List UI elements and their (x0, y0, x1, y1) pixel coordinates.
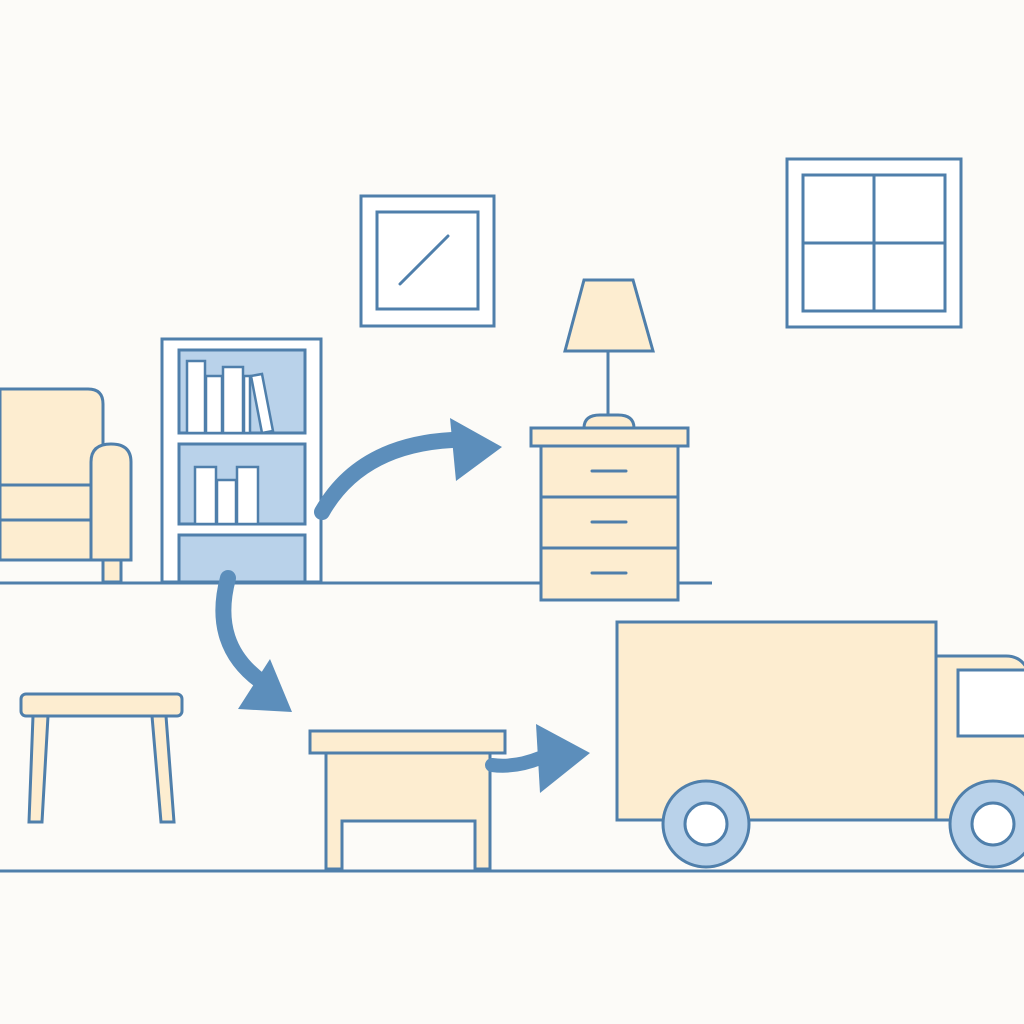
picture-frame (359, 194, 496, 328)
armchair (0, 387, 133, 584)
books-top-shelf (185, 359, 275, 435)
small-desk (308, 729, 507, 871)
arrow-bookshelf-to-nightstand (314, 418, 502, 520)
truck-front-wheel (948, 779, 1024, 869)
arrow-desk-to-truck (485, 724, 590, 793)
books-middle-shelf (193, 465, 260, 526)
truck-rear-wheel (661, 779, 751, 869)
arrow-bookshelf-to-desk (215, 570, 292, 712)
side-table (19, 692, 184, 824)
moving-truck (615, 620, 1024, 869)
nightstand (529, 426, 690, 602)
table-lamp (563, 278, 655, 430)
bookshelf (160, 337, 323, 584)
wall-window (785, 157, 963, 329)
